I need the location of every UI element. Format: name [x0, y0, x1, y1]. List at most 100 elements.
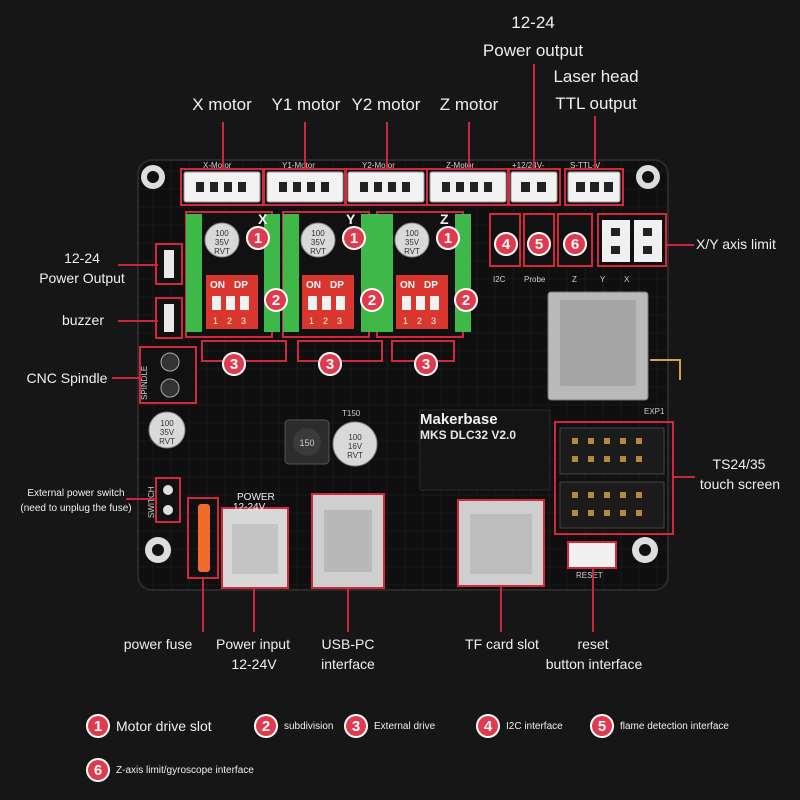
callout-line [468, 122, 470, 170]
label-ext-power-switch-2: (need to unplug the fuse) [20, 503, 132, 514]
conn-i2c: I2C [493, 275, 506, 284]
conn-y2-motor: Y2-Motor [362, 161, 395, 170]
dip-on-z: ON [400, 280, 415, 291]
dip-num-y-2: 2 [323, 316, 328, 326]
badge-3-z: 3 [414, 352, 438, 376]
dip-dp-z: DP [424, 280, 438, 291]
dip-num-y-3: 3 [337, 316, 342, 326]
label-cnc-spindle: CNC Spindle [26, 370, 108, 386]
label-power-output-top-2: Power output [482, 41, 584, 60]
callout-line [594, 116, 596, 170]
dip-on-x: ON [210, 280, 225, 291]
callout-line [253, 588, 255, 632]
label-power-output-top-1: 12-24 [511, 13, 555, 32]
legend-badge-2: 2 [254, 714, 278, 738]
badge-2-x: 2 [264, 288, 288, 312]
cap-text-left-3: RVT [159, 437, 175, 446]
badge-2-z: 2 [454, 288, 478, 312]
cap-big-text-3: RVT [347, 451, 363, 460]
callout-line [666, 244, 694, 246]
conn-z: Z [572, 275, 577, 284]
legend-item-5: 5 flame detection interface [590, 714, 729, 738]
legend-text-4: I2C interface [506, 720, 563, 732]
cap-text-z-1: 100 [405, 229, 419, 238]
badge-1-y: 1 [342, 226, 366, 250]
legend-badge-5: 5 [590, 714, 614, 738]
label-power-input-1: Power input [216, 636, 290, 652]
dip-num-z-2: 2 [417, 316, 422, 326]
cap-text-x-2: 35V [215, 238, 230, 247]
chip-text: T150 [342, 409, 361, 418]
conn-reset: RESET [576, 571, 603, 580]
dip-on-y: ON [306, 280, 321, 291]
label-y2-motor: Y2 motor [351, 95, 421, 114]
callout-line [222, 122, 224, 170]
callout-line [347, 588, 349, 632]
callout-line [126, 498, 156, 500]
cap-text-z-3: RVT [404, 247, 420, 256]
callout-line [592, 568, 594, 632]
conn-z-motor: Z-Motor [446, 161, 474, 170]
legend-item-6: 6 Z-axis limit/gyroscope interface [86, 758, 254, 782]
top-connectors [183, 171, 621, 203]
conn-ttl: S-TTL-V [570, 161, 601, 170]
dip-num-x-1: 1 [213, 316, 218, 326]
callout-line [112, 377, 142, 379]
label-laser-head-2: TTL output [555, 94, 637, 113]
callout-line [533, 64, 535, 170]
badge-1-x: 1 [246, 226, 270, 250]
conn-x-motor: X-Motor [203, 161, 232, 170]
legend-item-3: 3 External drive [344, 714, 435, 738]
driver-modules [185, 211, 471, 338]
conn-exp1: EXP1 [644, 407, 665, 416]
callout-line [673, 476, 695, 478]
board-model: MKS DLC32 V2.0 [420, 428, 516, 442]
callout-line [386, 122, 388, 170]
label-laser-head-1: Laser head [553, 67, 639, 86]
cap-text-x-3: RVT [214, 247, 230, 256]
badge-3-y: 3 [318, 352, 342, 376]
driver-letter-y: Y [346, 211, 356, 227]
label-power-input-2: 12-24V [231, 656, 277, 672]
conn-y1-motor: Y1-Motor [282, 161, 315, 170]
legend-badge-3: 3 [344, 714, 368, 738]
badge-2-y: 2 [360, 288, 384, 312]
dip-num-y-1: 1 [309, 316, 314, 326]
cap-text-left-2: 35V [160, 428, 175, 437]
conn-probe: Probe [524, 275, 546, 284]
callout-line [304, 122, 306, 170]
driver-letter-x: X [258, 211, 268, 227]
dip-dp-x: DP [234, 280, 248, 291]
left-headers [139, 243, 197, 404]
driver-letter-z: Z [440, 211, 449, 227]
callout-line [202, 578, 204, 632]
badge-4: 4 [494, 232, 518, 256]
cap-text-y-1: 100 [311, 229, 325, 238]
legend-item-1: 1 Motor drive slot [86, 714, 212, 738]
legend-text-5: flame detection interface [620, 720, 729, 732]
legend-badge-1: 1 [86, 714, 110, 738]
legend-text-2: subdivision [284, 720, 334, 732]
cap-big-text-2: 16V [348, 442, 363, 451]
label-z-motor: Z motor [439, 95, 499, 114]
cap-text-z-2: 35V [405, 238, 420, 247]
mounting-holes [141, 165, 660, 563]
conn-spindle: SPINDLE [140, 366, 149, 400]
label-reset-2: button interface [545, 656, 643, 672]
dip-num-x-2: 2 [227, 316, 232, 326]
legend-text-3: External drive [374, 720, 436, 732]
badge-5: 5 [527, 232, 551, 256]
label-usb-pc-1: USB-PC [321, 636, 375, 652]
legend-item-2: 2 subdivision [254, 714, 333, 738]
board-brand: Makerbase [420, 411, 498, 428]
dip-num-z-3: 3 [431, 316, 436, 326]
dip-dp-y: DP [330, 280, 344, 291]
legend-badge-4: 4 [476, 714, 500, 738]
label-power-output-left-2: Power Output [39, 270, 125, 286]
callout-line [118, 320, 158, 322]
cap-text-y-2: 35V [311, 238, 326, 247]
conn-power-in: POWER [237, 492, 275, 503]
badge-1-z: 1 [436, 226, 460, 250]
